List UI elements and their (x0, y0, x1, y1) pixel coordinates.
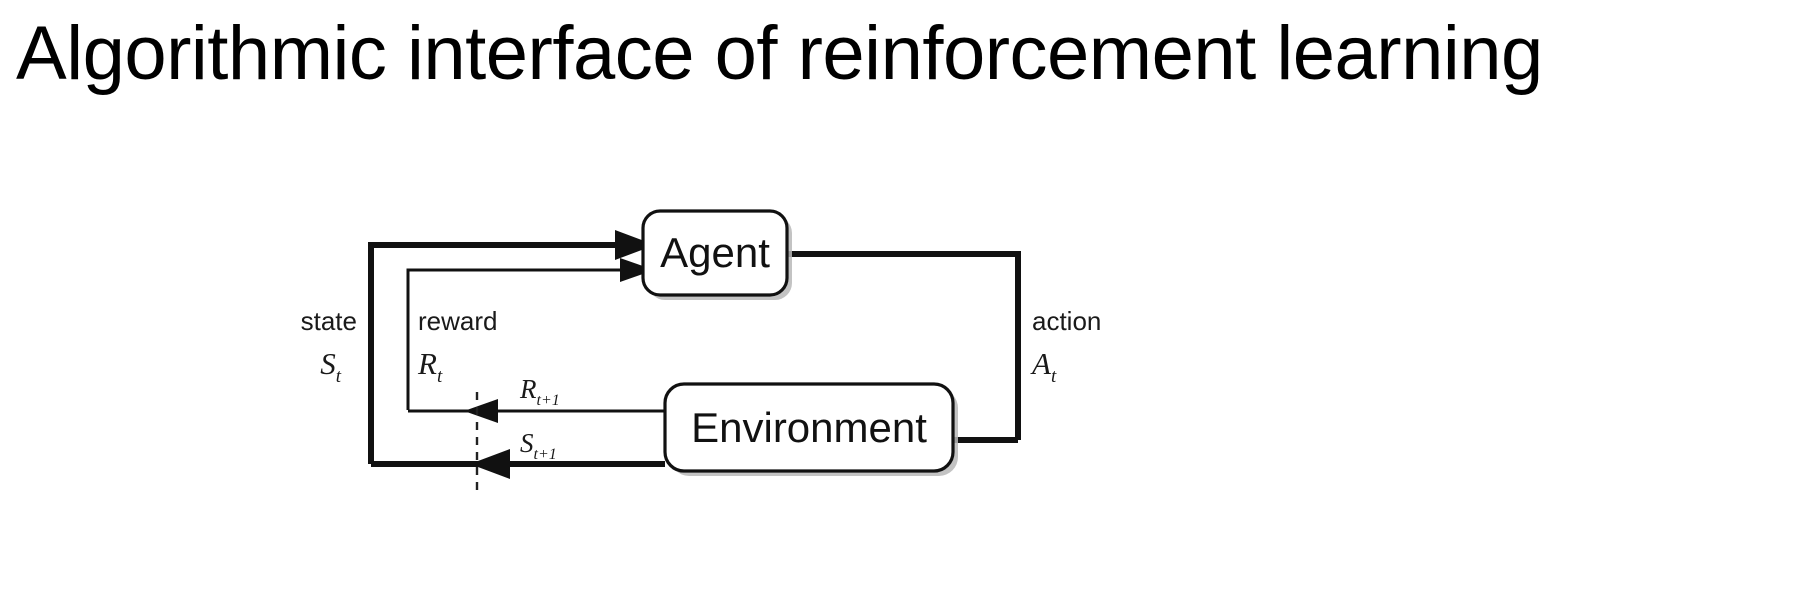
next-state-symbol-sub: t+1 (534, 446, 557, 463)
agent-environment-diagram: Agent Environment state St reward Rt act… (301, 209, 1101, 490)
next-state-symbol-base: S (520, 428, 534, 458)
reward-edge-line (406, 268, 620, 410)
next-reward-edge-arrowhead (464, 399, 498, 423)
next-reward-symbol-base: R (519, 374, 537, 404)
state-edge-line (368, 242, 615, 464)
action-symbol-base: A (1030, 346, 1052, 381)
agent-node-label: Agent (660, 229, 770, 276)
environment-node[interactable] (663, 382, 955, 473)
reward-edge-arrowhead (620, 258, 654, 282)
state-symbol-sub: t (336, 366, 342, 387)
action-label-symbol: At (1030, 346, 1057, 387)
state-label-symbol: St (320, 346, 342, 387)
next-reward-symbol-sub: t+1 (537, 392, 560, 409)
next-state-edge-arrowhead (470, 449, 510, 479)
state-edge-arrowhead (615, 230, 655, 260)
environment-node-label: Environment (691, 404, 927, 451)
reward-symbol-base: R (417, 346, 437, 381)
reward-symbol-sub: t (437, 366, 443, 387)
reward-label-symbol: Rt (417, 346, 443, 387)
state-label-word: state (301, 306, 357, 336)
rl-loop-diagram: Agent Environment state St reward Rt act… (0, 130, 1820, 594)
action-edge-line (786, 251, 1021, 440)
page-title: Algorithmic interface of reinforcement l… (16, 11, 1543, 96)
next-reward-label-symbol: Rt+1 (519, 374, 560, 409)
next-state-label-symbol: St+1 (520, 428, 557, 463)
agent-node[interactable] (641, 209, 789, 297)
state-symbol-base: S (320, 346, 336, 381)
action-symbol-sub: t (1051, 366, 1057, 387)
reward-label-word: reward (418, 306, 497, 336)
action-label-word: action (1032, 306, 1101, 336)
